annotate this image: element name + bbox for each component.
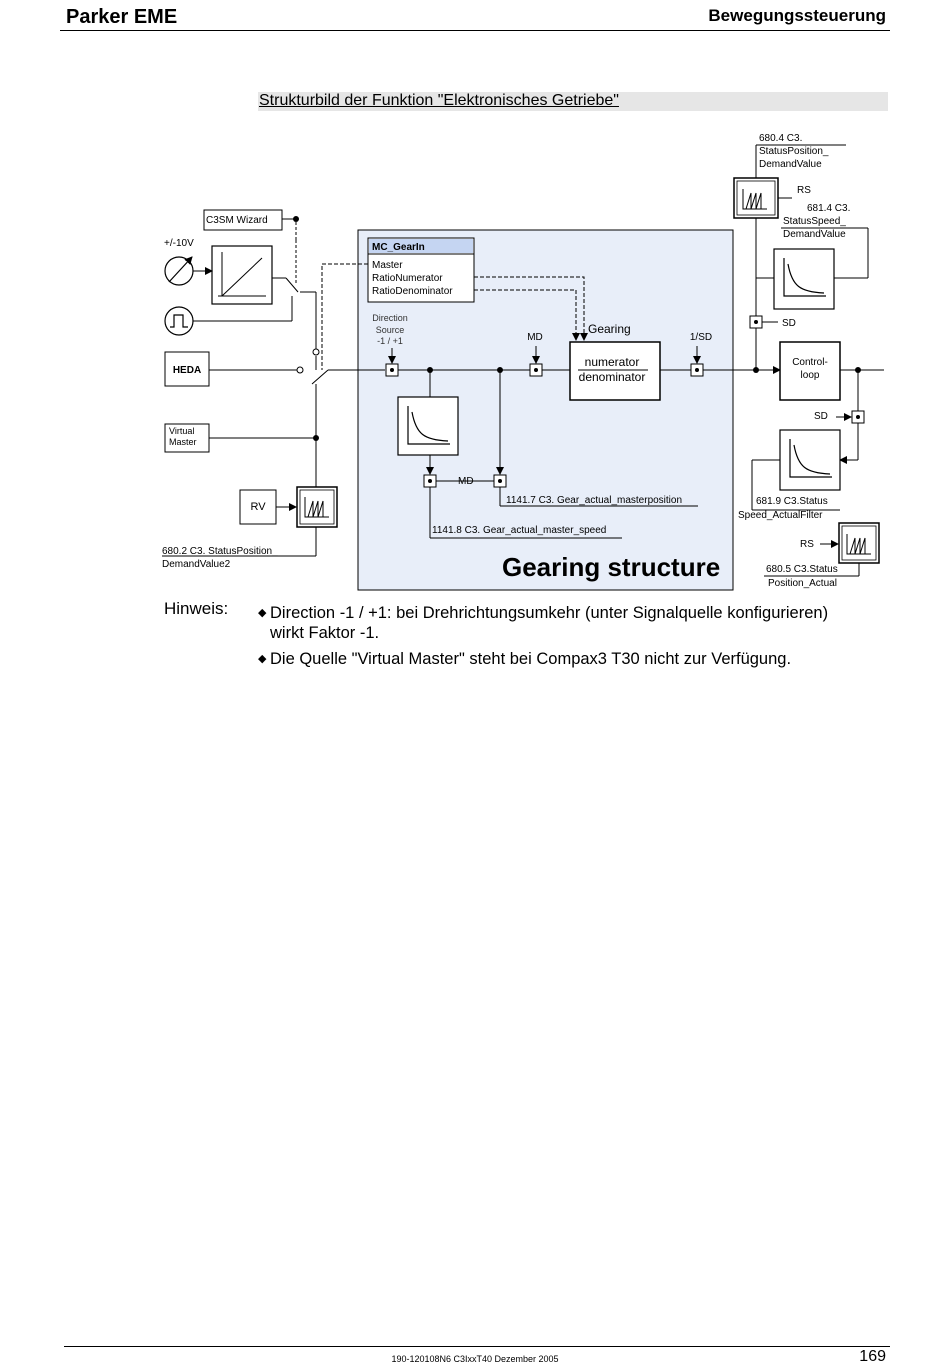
- hinweis-label: Hinweis:: [164, 599, 229, 618]
- heda-label: HEDA: [173, 365, 201, 376]
- actual-speed-filter-block: [779, 429, 841, 491]
- virtual-master-label-2: Master: [169, 437, 197, 447]
- mc-item-denominator: RatioDenominator: [372, 286, 453, 297]
- c3sm-wizard-label: C3SM Wizard: [206, 215, 268, 226]
- c3sm-wizard-box: [203, 209, 283, 231]
- header-divider: [60, 30, 890, 31]
- control-loop-label-2: loop: [801, 370, 820, 381]
- direction-label-3: -1 / +1: [377, 336, 403, 346]
- hinweis-bullet-1: ◆Direction -1 / +1: bei Drehrichtungsumk…: [258, 603, 868, 643]
- param-681-4-line1: 681.4 C3.: [807, 203, 850, 214]
- bullet-2-text: Die Quelle "Virtual Master" steht bei Co…: [270, 650, 792, 668]
- position-demand2-display: [296, 486, 338, 528]
- inverse-sd-label: 1/SD: [690, 332, 712, 343]
- speed-demand-filter-block: [773, 248, 835, 310]
- param-680-2-line2: DemandValue2: [162, 559, 231, 570]
- footer-divider: [64, 1346, 890, 1347]
- bullet-diamond-icon: ◆: [258, 653, 267, 665]
- mc-item-numerator: RatioNumerator: [372, 273, 443, 284]
- param-681-4-line2: StatusSpeed_: [783, 216, 846, 227]
- sd-label-lower: SD: [814, 411, 828, 422]
- md-label-bottom: MD: [458, 476, 474, 487]
- analog-converter-block: [211, 245, 273, 305]
- param-680-2-line1: 680.2 C3. StatusPosition_: [162, 546, 278, 557]
- param-681-9-line2: Speed_ActualFilter: [738, 510, 823, 521]
- direction-label-2: Source: [376, 325, 405, 335]
- bullet-diamond-icon: ◆: [258, 607, 267, 619]
- rv-label: RV: [250, 501, 266, 513]
- param-1141-7: 1141.7 C3. Gear_actual_masterposition: [506, 495, 682, 506]
- bullet-1-line-2: wirkt Faktor -1.: [270, 624, 380, 642]
- gearing-structure-title: Gearing structure: [502, 552, 720, 582]
- encoder-pulse-icon: [164, 306, 194, 336]
- sd-label-upper: SD: [782, 318, 796, 329]
- heda-box: [164, 351, 210, 387]
- rs-label-top: RS: [797, 185, 811, 196]
- header-section: Bewegungssteuerung: [708, 6, 886, 25]
- param-680-5-line2: Position_Actual: [768, 578, 837, 589]
- param-680-4-line1: 680.4 C3.: [759, 133, 802, 144]
- footer-document-code: 190-120108N6 C3IxxT40 Dezember 2005: [391, 1354, 559, 1364]
- virtual-master-label-1: Virtual: [169, 426, 194, 436]
- master-filter-block: [397, 396, 459, 456]
- page-number: 169: [859, 1348, 886, 1365]
- rs-label-bottom: RS: [800, 539, 814, 550]
- actual-position-display: [838, 522, 880, 564]
- gearing-structure-diagram: MC_GearIn Master RatioNumerator RatioDen…: [162, 133, 884, 591]
- param-1141-8: 1141.8 C3. Gear_actual_master_speed: [432, 525, 606, 536]
- section-title: Strukturbild der Funktion "Elektronische…: [259, 92, 619, 109]
- mc-item-master: Master: [372, 260, 403, 271]
- param-680-4-line2: StatusPosition_: [759, 146, 829, 157]
- gearing-ratio-block: [569, 341, 661, 401]
- numerator-label: numerator: [585, 355, 640, 369]
- bullet-1-line-1: Direction -1 / +1: bei Drehrichtungsumke…: [270, 604, 829, 622]
- analog-input-label: +/-10V: [164, 238, 194, 249]
- hinweis-bullet-2: ◆Die Quelle "Virtual Master" steht bei C…: [258, 649, 868, 669]
- gearing-label: Gearing: [588, 322, 631, 336]
- direction-label-1: Direction: [372, 313, 408, 323]
- mc-gearin-header: [369, 239, 473, 253]
- param-681-4-line3: DemandValue: [783, 229, 846, 240]
- control-loop-label-1: Control-: [792, 357, 828, 368]
- section-title-bar: [258, 92, 888, 111]
- mc-gearin-title: MC_GearIn: [372, 242, 425, 253]
- param-681-9-line1: 681.9 C3.Status: [756, 496, 828, 507]
- param-680-4-line3: DemandValue: [759, 159, 822, 170]
- md-label-top: MD: [527, 332, 543, 343]
- denominator-label: denominator: [579, 370, 646, 384]
- control-loop-block: [779, 341, 841, 401]
- rv-box: [239, 489, 277, 525]
- param-680-5-line1: 680.5 C3.Status: [766, 564, 838, 575]
- header-brand: Parker EME: [66, 6, 178, 28]
